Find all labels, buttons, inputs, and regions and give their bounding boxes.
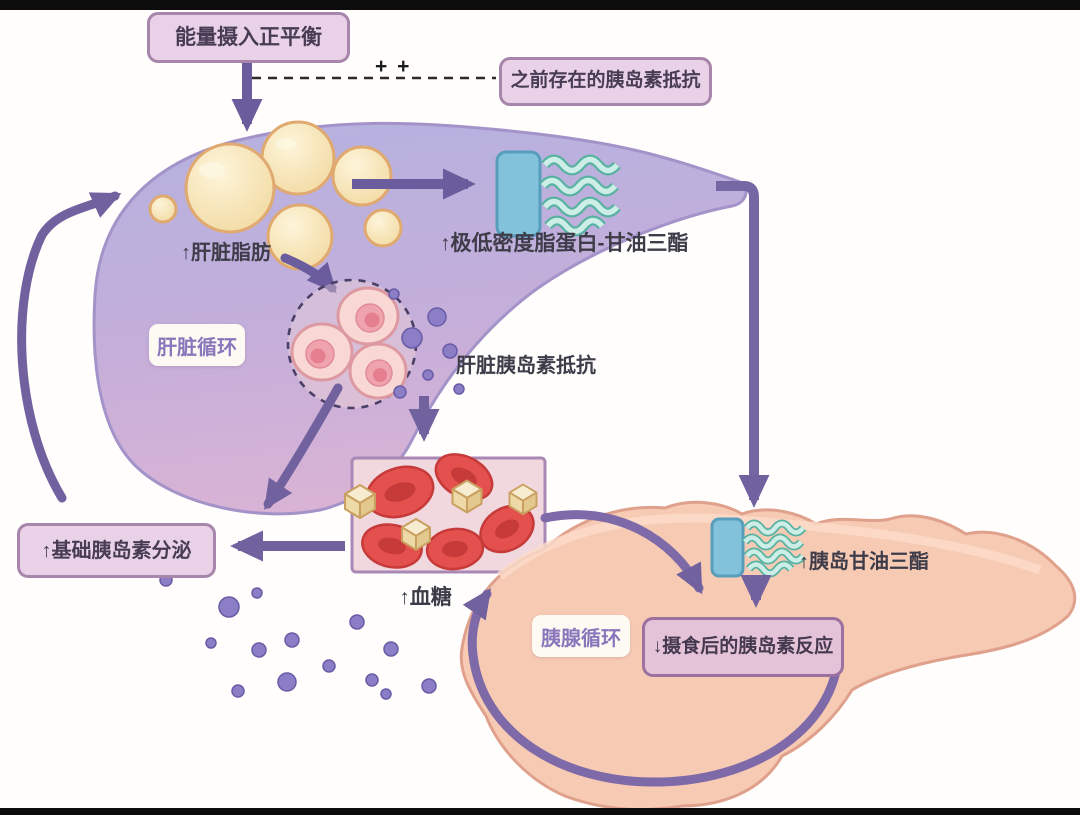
- arrow-fat-to-cells: [280, 253, 337, 294]
- energy-balance-box: 能量摄入正平衡: [147, 12, 350, 63]
- hepatocyte-cluster-icon: [286, 278, 418, 410]
- liver-cycle-tag: 肝脏循环: [149, 324, 245, 366]
- islet-wave-icon: [710, 517, 807, 578]
- arrow-blood-to-postprandial-arc: [540, 510, 704, 595]
- postprandial-insulin-box: ↓摄食后的胰岛素反应: [642, 617, 844, 677]
- preexisting-resistance-box: 之前存在的胰岛素抵抗: [499, 57, 712, 106]
- red-blood-cells-sugar-icon: [343, 453, 547, 574]
- blood-glucose-label: ↑血糖: [399, 586, 452, 609]
- vldl-wave-icon: [495, 150, 621, 238]
- top-frame-bar: [0, 0, 1080, 10]
- arrow-vldl-to-pancreas-line: [716, 181, 759, 494]
- vldl-triglyceride-label: ↑极低密度脂蛋白-甘油三酯: [440, 232, 689, 255]
- liver-fat-label: ↑肝脏脂肪: [181, 242, 271, 264]
- arrow-basal-to-liver-arc: [17, 191, 122, 503]
- basal-insulin-box: ↑基础胰岛素分泌: [17, 523, 216, 578]
- hepatic-insulin-resistance-label: 肝脏胰岛素抵抗: [456, 355, 596, 377]
- arrow-cells-to-basal: [263, 383, 343, 510]
- synergy-plus-label: + +: [375, 55, 412, 78]
- insulin-dots-icon: [388, 288, 465, 399]
- pancreas-cycle-tag: 胰腺循环: [532, 615, 630, 657]
- bottom-frame-bar: [0, 808, 1080, 815]
- fat-droplet-cluster-icon: [148, 120, 403, 271]
- arrow-pancreas-cycle-lower-arc: [462, 588, 844, 787]
- insulin-secretion-dots: [159, 573, 437, 700]
- islet-triglyceride-label: ↑胰岛甘油三酯: [799, 551, 929, 573]
